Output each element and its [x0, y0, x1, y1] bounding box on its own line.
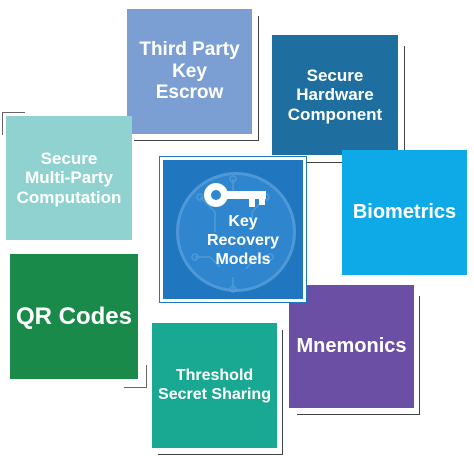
third-party-key-escrow-tile: Third Party Key Escrow: [127, 9, 252, 134]
threshold-secret-sharing-label: Threshold Secret Sharing: [158, 367, 271, 403]
secure-multi-party-computation-tile: Secure Multi-Party Computation: [6, 116, 132, 240]
mnemonics-tile: Mnemonics: [289, 285, 414, 408]
qr-codes-label: QR Codes: [15, 302, 132, 330]
key-recovery-models-label: Key Recovery Models: [206, 213, 280, 269]
key-icon: [204, 183, 266, 207]
biometrics-label: Biometrics: [352, 201, 457, 223]
biometrics-tile: Biometrics: [342, 150, 467, 275]
threshold-secret-sharing-tile: Threshold Secret Sharing: [152, 323, 277, 448]
secure-hardware-component-label: Secure Hardware Component: [287, 65, 383, 124]
smpc-corner: [2, 112, 25, 135]
secure-multi-party-computation-label: Secure Multi-Party Computation: [16, 148, 122, 207]
threshold-shadow: [158, 330, 283, 455]
mnemonics-label: Mnemonics: [296, 335, 407, 357]
qr-corner: [124, 365, 147, 388]
key-recovery-models-tile: Key Recovery Models: [159, 156, 307, 303]
circuit-lines-icon: [191, 175, 274, 293]
third-party-key-escrow-label: Third Party Key Escrow: [139, 38, 240, 104]
secure-hardware-component-tile: Secure Hardware Component: [272, 35, 398, 155]
mnemonics-shadow: [297, 296, 420, 415]
qr-codes-tile: QR Codes: [10, 254, 138, 379]
third-party-shadow: [134, 16, 259, 141]
